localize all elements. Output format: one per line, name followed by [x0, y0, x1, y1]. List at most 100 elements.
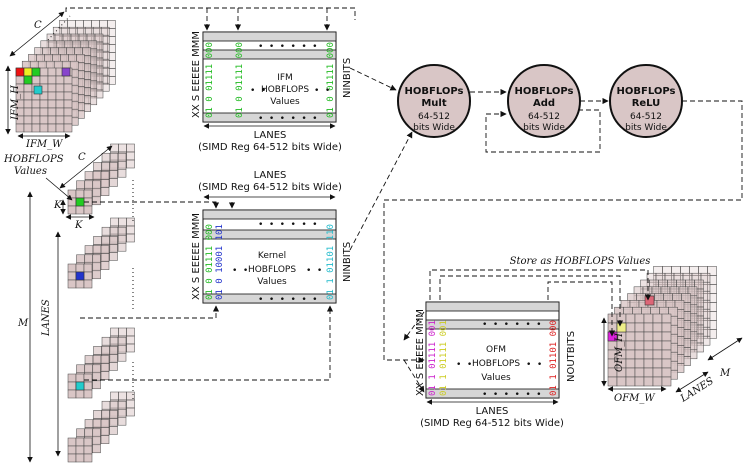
- grid-cell: [634, 376, 645, 387]
- grid-cell: [607, 322, 618, 333]
- ofm-col-2: 01 1 01111 001: [439, 320, 449, 396]
- grid-cell: [634, 367, 645, 378]
- svg-text:• •: • •: [314, 86, 330, 96]
- grid-cell: [47, 99, 57, 109]
- grid-cell: [92, 270, 101, 280]
- svg-text:• •: • •: [456, 360, 472, 370]
- grid-cell: [83, 445, 93, 455]
- kernel-field-label: XX S EEEEE MMM: [191, 213, 202, 300]
- ifm-highlight-cell: [23, 75, 33, 85]
- grid-cell: [652, 349, 663, 360]
- ifm-center-3: Values: [270, 97, 300, 107]
- kernel-center-2: HOBFLOPS: [248, 265, 296, 275]
- grid-cell: [101, 152, 111, 162]
- ifm-lanes-label: LANES: [254, 130, 287, 141]
- grid-cell: [15, 123, 25, 133]
- grid-cell: [126, 343, 135, 353]
- grid-cell: [93, 346, 102, 355]
- grid-cell: [634, 322, 645, 333]
- kernel-dots-top: • • • • • •: [258, 220, 318, 230]
- ofm-center-1: OFM: [486, 345, 506, 355]
- grid-cell: [84, 171, 94, 180]
- svg-text:• •: • •: [526, 360, 542, 370]
- kernel-stack-labels: C K K M LANES: [17, 15, 134, 463]
- grid-cell: [107, 76, 116, 85]
- grid-cell: [126, 335, 135, 345]
- mult-node-sub1: 64-512: [418, 112, 450, 122]
- ofm-dots-bottom: • • • • • •: [482, 390, 542, 400]
- kernel-col-1: 01 0 01111 000: [205, 224, 215, 300]
- grid-cell: [126, 407, 135, 417]
- grid-cell: [109, 336, 119, 346]
- ofm-col-1: 01 1 01111 001: [428, 320, 438, 396]
- grid-cell: [47, 75, 57, 85]
- grid-cell: [84, 245, 94, 254]
- grid-cell: [92, 245, 102, 254]
- grid-cell: [117, 160, 127, 170]
- ifm-register: • • • • • • • • • • • • XX S EEEEE MMM 0…: [191, 31, 353, 153]
- grid-cell: [101, 400, 111, 410]
- grid-cell: [55, 75, 65, 85]
- grid-cell: [101, 410, 110, 419]
- kernel-dots-bottom: • • • • • •: [258, 295, 318, 305]
- grid-cell: [67, 389, 77, 399]
- grid-cell: [75, 453, 85, 463]
- operation-nodes: HOBFLOPs Mult 64-512 bits Wide HOBFLOPs …: [397, 64, 683, 138]
- grid-cell: [126, 143, 135, 153]
- grid-cell: [67, 373, 77, 383]
- grid-cell: [23, 115, 33, 125]
- grid-cell: [83, 453, 93, 463]
- grid-cell: [100, 371, 110, 380]
- grid-cell: [39, 75, 49, 85]
- grid-cell: [100, 187, 110, 196]
- kernel-register: LANES (SIMD Reg 64-512 bits Wide) • • • …: [191, 170, 353, 305]
- ofm-highlight-cell: [616, 322, 627, 333]
- grid-cell: [75, 445, 85, 455]
- grid-cell: [100, 363, 110, 372]
- grid-cell: [643, 331, 654, 342]
- grid-cell: [100, 427, 110, 436]
- ofm-w-label: OFM_W: [614, 393, 655, 404]
- add-node-sub1: 64-512: [528, 112, 560, 122]
- ifm-highlight-cell: [33, 85, 43, 95]
- grid-cell: [47, 115, 57, 125]
- grid-cell: [55, 99, 65, 109]
- grid-cell: [625, 376, 636, 387]
- grid-cell: [661, 376, 672, 387]
- grid-cell: [84, 428, 93, 438]
- grid-cell: [625, 349, 636, 360]
- grid-cell: [616, 376, 627, 387]
- grid-cell: [84, 180, 93, 190]
- grid-cell: [126, 233, 135, 243]
- grid-cell: [92, 419, 102, 428]
- kernel-col-2: 01 0 10001 101: [215, 224, 225, 300]
- grid-cell: [625, 313, 636, 324]
- kernel-highlight-cell: [75, 271, 85, 281]
- ofm-register: Store as HOBFLOPS Values • • • • • • • •…: [415, 256, 650, 429]
- ofm-bits-label: NOUTBITS: [566, 331, 577, 382]
- ifm-field-label: XX S EEEEE MMM: [191, 31, 202, 118]
- kernel-k-label-1: K: [53, 200, 62, 211]
- grid-cell: [23, 91, 33, 101]
- grid-cell: [75, 189, 85, 199]
- grid-cell: [643, 358, 654, 369]
- grid-cell: [76, 428, 85, 438]
- grid-cell: [92, 262, 101, 272]
- ofm-width-label: (SIMD Reg 64-512 bits Wide): [420, 418, 564, 429]
- grid-cell: [67, 271, 77, 281]
- grid-cell: [100, 355, 110, 364]
- grid-cell: [109, 410, 118, 419]
- grid-cell: [67, 189, 77, 199]
- grid-cell: [92, 364, 101, 374]
- grid-cell: [101, 336, 111, 346]
- kernel-col-3: 01 1 01101 110: [326, 224, 336, 300]
- ofm-m-label: M: [719, 368, 731, 379]
- grid-cell: [63, 83, 73, 93]
- grid-cell: [76, 364, 85, 374]
- grid-cell: [15, 75, 25, 85]
- ifm-dots-bottom: • • • • • •: [258, 114, 318, 124]
- ifm-center-2: HOBFLOPS: [261, 85, 309, 95]
- grid-cell: [31, 123, 41, 133]
- grid-cell: [92, 188, 101, 198]
